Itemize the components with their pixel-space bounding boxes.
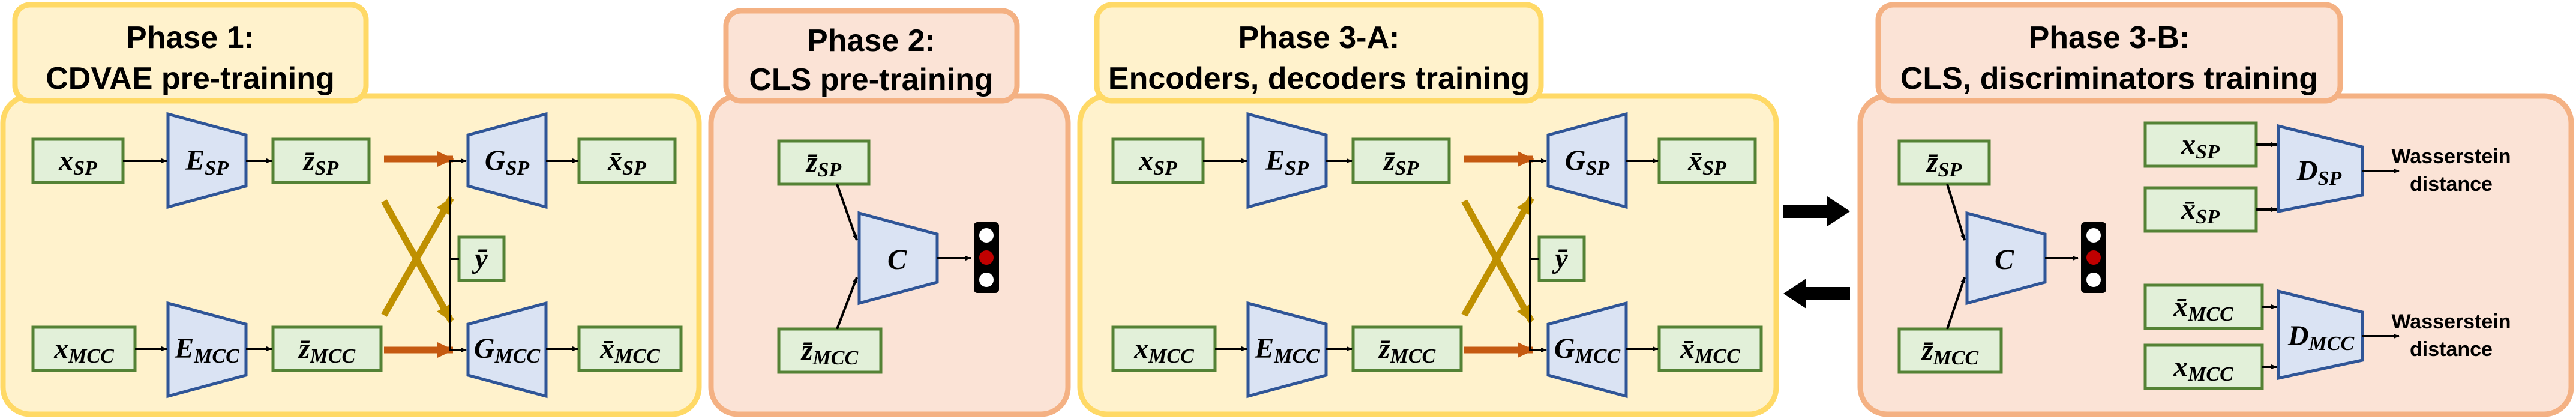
p3a-encoder-sp <box>1246 112 1328 210</box>
phase3a-title-line2: Encoders, decoders training <box>1108 61 1530 96</box>
p1-xhat-sp-box <box>577 137 677 184</box>
p3b-wasserstein-mcc-line1: Wasserstein <box>2391 310 2511 333</box>
p3b-wasserstein-sp-line2: distance <box>2410 173 2493 196</box>
p3a-decoder-mcc <box>1546 301 1628 399</box>
p3a-xhat-mcc-label: x̄MCC <box>1680 333 1740 367</box>
phase3b-content: z̄SP z̄MCC C xSP x̄SP DSP Wasserstein di… <box>1897 121 2511 390</box>
p1-decoder-sp <box>466 112 548 210</box>
p1-xhat-mcc-box <box>577 325 683 372</box>
p3b-discriminator-sp <box>2277 124 2364 214</box>
arrow-right-icon <box>1783 196 1850 226</box>
p3a-encoder-mcc <box>1246 301 1328 399</box>
phase2-title-line1: Phase 2: <box>807 23 935 58</box>
p1-gold-cross-2 <box>381 196 454 317</box>
arrow-left-icon <box>1783 279 1850 309</box>
p3a-x-sp-box <box>1111 137 1205 184</box>
p3b-wasserstein-sp-line1: Wasserstein <box>2391 145 2511 168</box>
p1-z-mcc-box <box>271 325 383 372</box>
phase3a-title-line1: Phase 3-A: <box>1238 20 1400 55</box>
p1-z-sp-box <box>271 137 371 184</box>
phase1-content: xSP xMCC ESP EMCC z̄SP z̄MCC ȳ GSP <box>31 112 683 399</box>
p3b-discriminator-mcc <box>2277 289 2364 381</box>
p3b-class-indicator <box>2081 222 2106 293</box>
phase3b-title-line1: Phase 3-B: <box>2029 20 2190 55</box>
p3a-xhat-mcc-box <box>1657 325 1763 372</box>
phase2-content: z̄SP z̄MCC C <box>777 139 999 374</box>
p2-z-sp-label: z̄SP <box>805 146 842 181</box>
p2-classifier-label: C <box>887 244 907 276</box>
phase3a-title-tab <box>1094 2 1544 104</box>
p3b-classifier <box>1965 211 2047 306</box>
p2-classifier <box>857 211 939 306</box>
phase1-title-line2: CDVAE pre-training <box>46 61 335 96</box>
p3b-z-sp-box <box>1897 139 1991 186</box>
p3b-discriminator-mcc-label: DMCC <box>2287 320 2355 355</box>
p2-z-mcc-label: z̄MCC <box>800 334 859 369</box>
alternation-arrows <box>1783 196 1850 309</box>
p3b-xhat-mcc-box <box>2143 283 2264 330</box>
p1-x-sp-box <box>31 137 125 184</box>
p3a-x-mcc-label: xMCC <box>1133 333 1194 367</box>
p1-encoder-mcc <box>166 301 248 399</box>
phase3b-title-tab <box>1875 2 2343 104</box>
p3b-xhat-sp-box <box>2143 186 2258 233</box>
p3a-gold-cross-2 <box>1461 196 1534 317</box>
p3a-y-label: ȳ <box>1552 243 1568 274</box>
p3b-z-mcc-box <box>1897 327 2003 374</box>
phase3a-content: xSP xMCC ESP EMCC z̄SP z̄MCC ȳ GSP GMCC … <box>1111 112 1763 399</box>
p3a-z-sp-box <box>1351 137 1451 184</box>
p3a-decoder-sp <box>1546 112 1628 210</box>
p3b-wasserstein-mcc-line2: distance <box>2410 338 2493 361</box>
p1-y-box <box>457 235 506 282</box>
phase2-title-line2: CLS pre-training <box>749 62 993 97</box>
p2-class-indicator <box>974 222 999 293</box>
p1-encoder-sp <box>166 112 248 210</box>
p2-z-mcc-box <box>777 327 883 374</box>
phase2-title-tab <box>723 8 1020 104</box>
phase1-title-tab <box>12 2 369 104</box>
p3a-xhat-sp-box <box>1657 137 1757 184</box>
p3b-classifier-label: C <box>1995 244 2014 276</box>
p2-z-sp-box <box>777 139 871 186</box>
phase1-title-line1: Phase 1: <box>126 20 254 55</box>
phase3b-title-line2: CLS, discriminators training <box>1900 61 2318 96</box>
p1-decoder-mcc <box>466 301 548 399</box>
p1-y-label: ȳ <box>472 243 488 274</box>
p3a-z-mcc-box <box>1351 325 1463 372</box>
